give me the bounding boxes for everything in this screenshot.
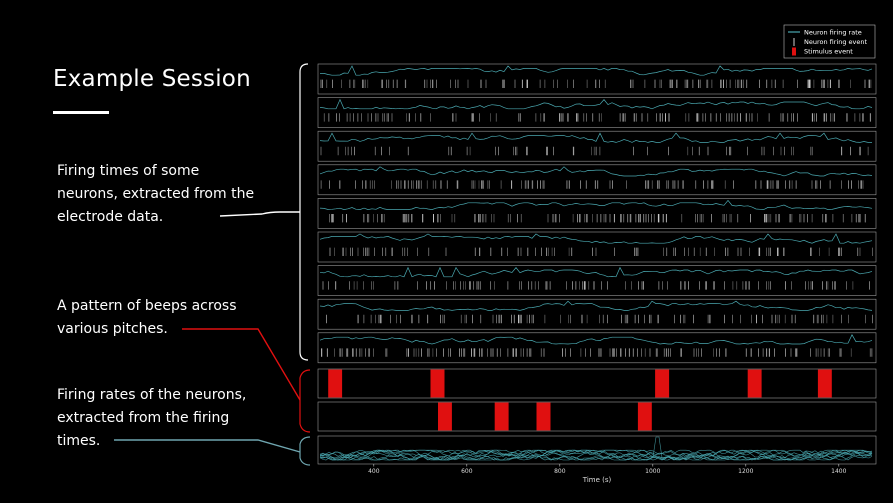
spike-bracket xyxy=(299,63,309,361)
firing-rate-panel xyxy=(317,435,877,465)
neuron-panels xyxy=(317,63,877,364)
title-underline xyxy=(53,111,109,114)
x-tick-label: 600 xyxy=(461,468,473,475)
stimulus-event xyxy=(637,402,652,431)
stimulus-event xyxy=(430,369,445,398)
neuron-panel xyxy=(317,231,877,263)
legend-entry-event: Neuron firing event xyxy=(804,38,868,46)
firing-rate-series xyxy=(319,449,873,461)
firing-rate-line xyxy=(319,166,873,177)
legend-entry-stimulus: Stimulus event xyxy=(804,48,853,56)
x-axis-label: Time (s) xyxy=(582,476,612,484)
legend-entry-rate: Neuron firing rate xyxy=(804,29,862,37)
x-tick-label: 800 xyxy=(554,468,566,475)
firing-rate-line xyxy=(319,266,873,278)
firing-rate-series xyxy=(319,449,873,461)
x-tick-label: 1200 xyxy=(738,468,753,475)
firing-rate-series xyxy=(319,449,873,461)
legend-stimulus-swatch xyxy=(792,47,796,56)
stimulus-event xyxy=(328,369,343,398)
firing-rate-line xyxy=(319,199,873,210)
x-tick-label: 1400 xyxy=(831,468,846,475)
panel-frame xyxy=(317,435,877,465)
beep-connector-line xyxy=(182,328,301,401)
panel-frame xyxy=(317,265,877,296)
slide-title: Example Session xyxy=(53,66,251,92)
firing-rate-line xyxy=(319,233,873,244)
panel-frame xyxy=(317,401,877,432)
firing-rate-line xyxy=(319,334,873,345)
panel-frame xyxy=(317,298,877,330)
neuron-panel xyxy=(317,332,877,364)
stimulus-event xyxy=(494,402,509,431)
stimulus-event xyxy=(817,369,832,398)
x-tick-label: 1000 xyxy=(645,468,660,475)
caption-beep-pattern: A pattern of beeps across various pitche… xyxy=(57,298,237,337)
beep-bracket xyxy=(299,369,311,433)
panel-frame xyxy=(317,368,877,399)
stimulus-panel xyxy=(317,368,877,399)
panel-frame xyxy=(317,63,877,95)
panel-frame xyxy=(317,198,877,229)
firing-rate-line xyxy=(319,300,873,311)
chart-legend: Neuron firing rate Neuron firing event S… xyxy=(783,24,876,59)
firing-rate-series xyxy=(319,450,873,461)
caption-firing-rates: Firing rates of the neurons, extracted f… xyxy=(57,387,247,449)
stimulus-event xyxy=(655,369,670,398)
stimulus-event xyxy=(536,402,551,431)
neuron-panel xyxy=(317,265,877,296)
neuron-panel xyxy=(317,63,877,95)
stimulus-panel xyxy=(317,401,877,432)
firing-rate-series xyxy=(319,449,873,461)
panel-frame xyxy=(317,332,877,364)
panel-frame xyxy=(317,97,877,128)
stimulus-panels xyxy=(317,368,877,432)
neuron-panel xyxy=(317,130,877,162)
rate-connector-line xyxy=(114,439,301,453)
neuron-panel xyxy=(317,198,877,229)
stimulus-event xyxy=(747,369,762,398)
panel-frame xyxy=(317,164,877,196)
firing-rate-line xyxy=(320,65,873,76)
connectors xyxy=(114,63,311,466)
neuron-panel xyxy=(317,97,877,128)
rate-bracket xyxy=(299,436,311,466)
firing-rate-line xyxy=(319,98,873,110)
spike-connector-line xyxy=(219,211,300,217)
caption-firing-times: Firing times of some neurons, extracted … xyxy=(57,163,255,225)
stimulus-event xyxy=(438,402,452,431)
firing-rate-line xyxy=(319,132,872,143)
neuron-panel xyxy=(317,164,877,196)
firing-rate-series xyxy=(319,449,873,461)
panel-frame xyxy=(317,231,877,263)
legend-box xyxy=(783,24,876,59)
x-tick-label: 400 xyxy=(368,468,380,475)
neuron-panel xyxy=(317,298,877,330)
panel-frame xyxy=(317,130,877,162)
